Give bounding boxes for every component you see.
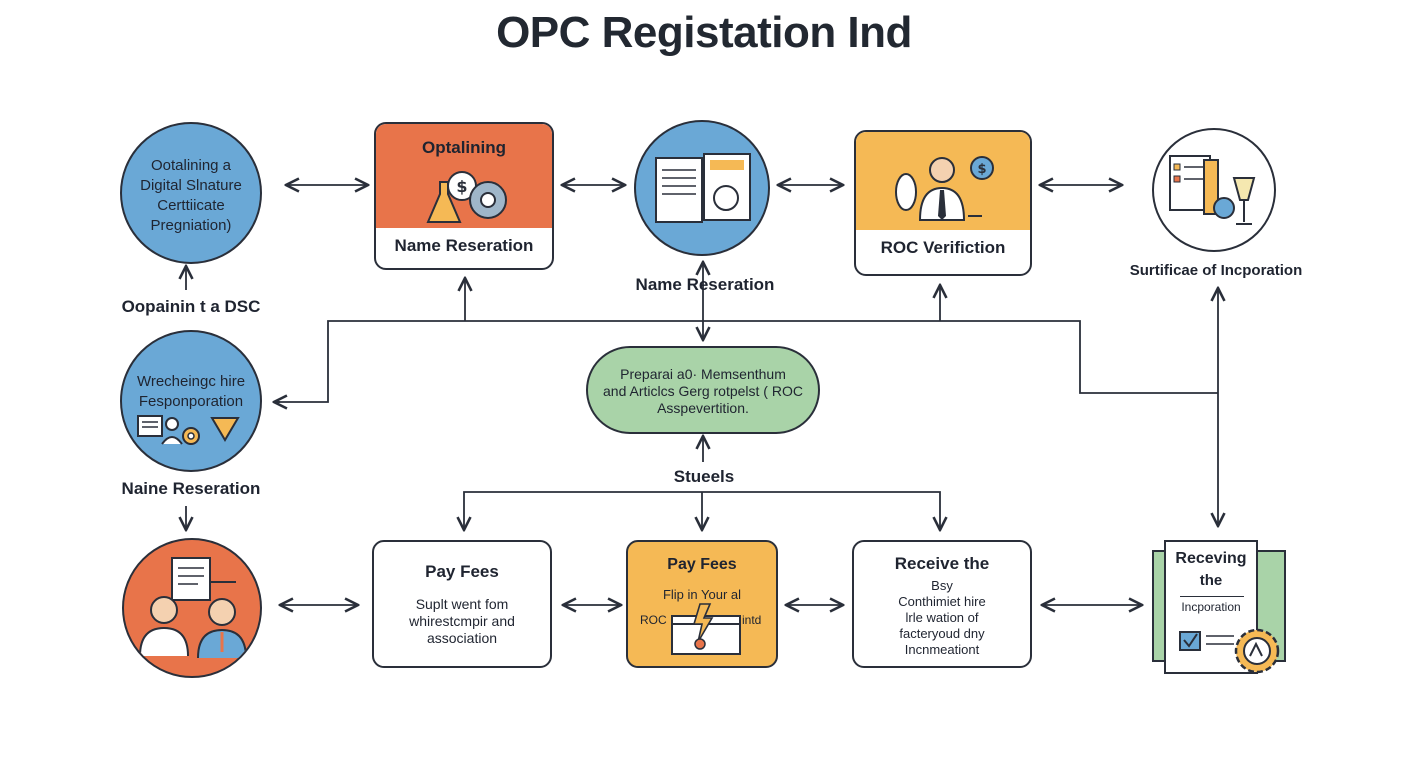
registration-line: Fesponporation: [138, 393, 244, 410]
documents-label: Name Reseration: [635, 275, 775, 294]
receive-line: Bsy: [931, 578, 953, 593]
pay-fees-roc-title: Pay Fees: [667, 556, 737, 573]
dsc-line: Ootalining a: [150, 157, 232, 174]
pay-fees-box: Pay Fees Suplt went fom whirestcmpir and…: [372, 540, 552, 668]
official-person-icon: $: [895, 156, 994, 221]
name-reservation-box: Optalining $ Name Reseration: [374, 122, 554, 270]
divider: [1180, 596, 1244, 597]
moa-line: Asspevertition.: [657, 400, 749, 416]
dsc-label: Oopainin t a DSC: [121, 297, 261, 316]
svg-text:$: $: [977, 162, 986, 177]
moa-line: and Articlcs Gerg rotpelst ( ROC: [603, 383, 803, 399]
registration-line: Wrecheingc hire: [136, 373, 246, 390]
pay-fees-roc-box: Pay Fees Flip in Your al ROC intd: [626, 540, 778, 668]
dsc-line: Digital Slnature: [140, 177, 242, 194]
intd-tag: intd: [742, 613, 762, 627]
payment-card-icon: [671, 603, 741, 655]
certificate-label: Surtificae of Incporation: [1129, 262, 1303, 279]
roc-verification-box: $ ROC Verifiction: [854, 130, 1032, 276]
documents-icon: [655, 153, 751, 223]
receiving-title-2: the: [1199, 572, 1223, 589]
diagram-title: OPC Registation Ind: [496, 8, 912, 57]
stage-label: Stueels: [673, 467, 735, 486]
document-check-icon: [1179, 631, 1234, 651]
certificate-icon: [1169, 155, 1256, 225]
gear-flask-icon: $: [426, 171, 507, 223]
people-document-icon: [139, 557, 247, 659]
document-circle: [634, 120, 770, 256]
receiving-title: Receving: [1175, 550, 1247, 567]
seal-gear-icon: [1234, 628, 1280, 674]
registration-label: Naine Reseration: [121, 479, 261, 498]
pay-fees-line: association: [426, 630, 498, 646]
pay-fees-title: Pay Fees: [425, 562, 499, 581]
receive-line: Conthimiet hire: [898, 594, 986, 609]
receiving-subtitle: Incporation: [1181, 600, 1241, 614]
receive-line: Incnmeationt: [904, 642, 980, 657]
receive-title: Receive the: [894, 554, 990, 573]
registration-circle: Wrecheingc hire Fesponporation: [120, 330, 262, 472]
moa-line: Preparai a0· Memsenthum: [620, 366, 786, 382]
roc-verification-label: ROC Verifiction: [880, 238, 1006, 257]
receive-line: facteryoud dny: [899, 626, 985, 641]
certificate-circle: [1152, 128, 1276, 252]
dsc-line: Pregniation): [150, 217, 232, 234]
svg-text:$: $: [456, 177, 467, 196]
roc-tag: ROC: [640, 613, 667, 627]
moa-pill: Preparai a0· Memsenthum and Articlcs Ger…: [586, 346, 820, 434]
people-gear-icon: [137, 415, 240, 445]
pay-fees-line: whirestcmpir and: [409, 613, 515, 629]
box-footer-title: Name Reseration: [394, 236, 534, 255]
pay-fees-roc-subtitle: Flip in Your al: [662, 587, 742, 602]
receive-line: lrle wation of: [905, 610, 979, 625]
dsc-circle: Ootalining a Digital Slnature Certtiicat…: [120, 122, 262, 264]
receive-box: Receive the Bsy Conthimiet hire lrle wat…: [852, 540, 1032, 668]
people-circle: [122, 538, 262, 678]
dsc-line: Certtiicate: [157, 197, 225, 214]
box-header-title: Optalining: [421, 138, 507, 157]
pay-fees-line: Suplt went fom: [415, 596, 509, 612]
